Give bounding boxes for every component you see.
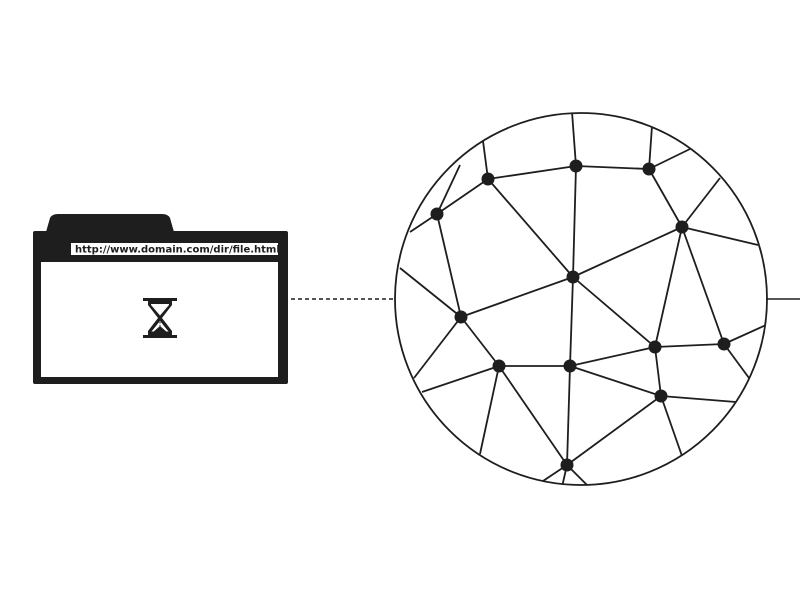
network-edge	[421, 365, 500, 393]
address-bar-url: http://www.domain.com/dir/file.html	[75, 245, 280, 256]
network-node	[648, 340, 662, 354]
network-node	[717, 337, 731, 351]
network-edge	[575, 165, 650, 170]
network-node	[481, 172, 495, 186]
network-edge	[498, 365, 568, 466]
network-edge	[654, 343, 725, 348]
network-node	[492, 359, 506, 373]
browser-tab	[46, 214, 174, 232]
network-edge	[648, 168, 683, 228]
network-edge	[572, 165, 577, 278]
network-edge	[399, 267, 462, 318]
network-edge	[648, 148, 691, 170]
network-edge	[648, 125, 653, 170]
network-edge	[479, 365, 500, 455]
network-edge	[487, 165, 577, 180]
network-edge	[569, 276, 574, 367]
network-node	[560, 458, 574, 472]
network-node	[675, 220, 689, 234]
network-edge	[436, 178, 489, 215]
network-edge	[460, 276, 574, 318]
network-node	[654, 389, 668, 403]
network-edge	[571, 113, 577, 167]
network-edge	[460, 316, 500, 367]
network-edge	[566, 395, 662, 466]
network-edge	[723, 343, 750, 379]
network-edge	[413, 316, 462, 379]
hourglass-icon	[143, 298, 177, 338]
network-edge	[569, 365, 662, 397]
network-cloud	[394, 112, 768, 486]
network-edge	[572, 276, 656, 348]
network-node	[569, 159, 583, 173]
network-edge	[572, 226, 683, 278]
network-edge	[566, 365, 571, 466]
network-edge	[436, 164, 461, 215]
network-edge	[681, 226, 725, 345]
network-edge	[569, 346, 656, 367]
network-edge	[681, 226, 759, 246]
network-edge	[654, 346, 662, 397]
network-node	[642, 162, 656, 176]
network-edge	[436, 213, 462, 318]
network-nodes	[430, 159, 731, 472]
network-edge	[654, 226, 683, 348]
network-edge	[681, 177, 721, 228]
network-boundary	[394, 112, 768, 486]
network-edge	[660, 395, 737, 403]
network-node	[566, 270, 580, 284]
network-node	[430, 207, 444, 221]
network-edge	[660, 395, 683, 457]
network-edge	[723, 324, 767, 345]
network-edge	[487, 178, 574, 278]
network-node	[563, 359, 577, 373]
browser-window: http://www.domain.com/dir/file.html	[33, 214, 288, 384]
network-node	[454, 310, 468, 324]
address-bar[interactable]	[71, 243, 278, 255]
